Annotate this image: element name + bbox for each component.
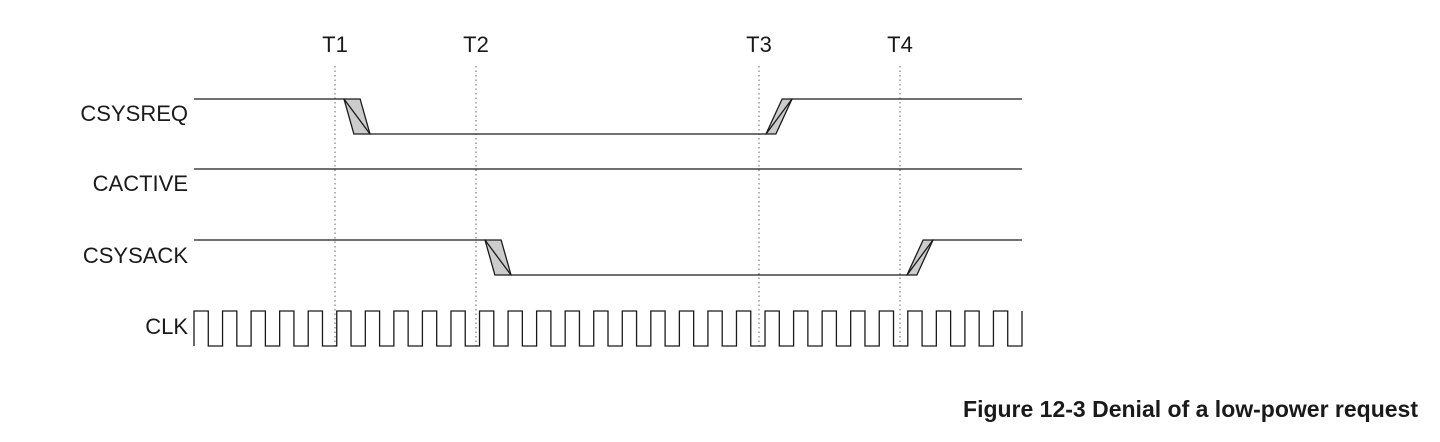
time-label-t1: T1 xyxy=(322,32,348,57)
time-markers xyxy=(334,66,901,346)
signal-labels: CSYSREQ CACTIVE CSYSACK CLK xyxy=(80,101,188,339)
signal-label-clk: CLK xyxy=(145,314,188,339)
signal-waveforms xyxy=(193,98,1023,347)
figure-caption: Figure 12-3 Denial of a low-power reques… xyxy=(963,396,1418,422)
signal-label-cactive: CACTIVE xyxy=(93,171,188,196)
signal-label-csysack: CSYSACK xyxy=(83,243,188,268)
waveform-clk xyxy=(193,310,1023,347)
waveform-csysack xyxy=(194,239,1022,276)
signal-label-csysreq: CSYSREQ xyxy=(80,101,188,126)
time-label-t3: T3 xyxy=(746,32,772,57)
time-label-t4: T4 xyxy=(887,32,913,57)
time-marker-labels: T1 T2 T3 T4 xyxy=(322,32,913,57)
time-label-t2: T2 xyxy=(463,32,489,57)
waveform-csysreq xyxy=(194,98,1022,135)
